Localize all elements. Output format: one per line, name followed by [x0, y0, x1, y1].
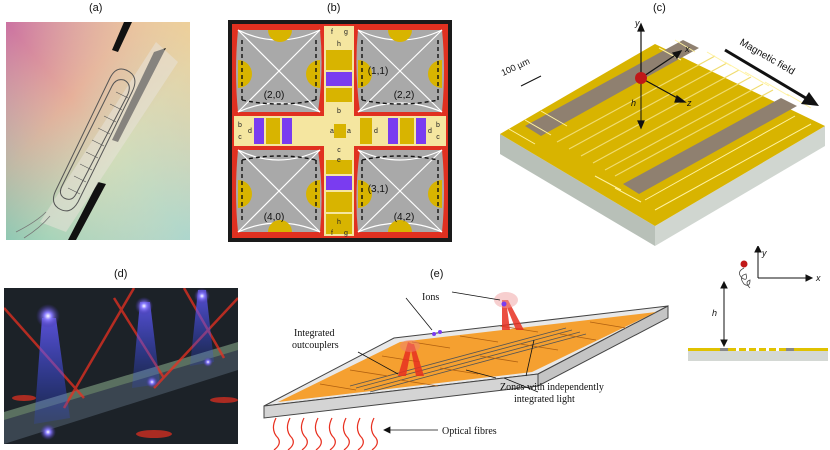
- electrode-letter: d: [248, 128, 252, 135]
- axis-z-label: z: [686, 98, 692, 108]
- zone-label: (3,1): [368, 184, 389, 195]
- zone-label: (4,2): [394, 212, 415, 223]
- trap-outline: [52, 68, 136, 212]
- electrode-letter: b: [436, 122, 440, 129]
- ions-label: Ions: [422, 292, 439, 303]
- zones-label-1: Zones with independently: [500, 382, 604, 393]
- panel-label-a: (a): [89, 2, 103, 14]
- zone-label: (2,2): [394, 90, 415, 101]
- electrode-letter: h: [337, 219, 341, 226]
- panel-a-micrograph: [6, 22, 190, 240]
- electrode-letter: g: [344, 29, 348, 36]
- electrode-letter: d: [374, 128, 378, 135]
- zone-label: (1,1): [368, 66, 389, 77]
- panel-e-chip: Ions Integrated outcouplers Zones with i…: [263, 291, 669, 450]
- zone-label: (4,0): [264, 212, 285, 223]
- electrode-letter: c: [238, 134, 242, 141]
- panel-label-c: (c): [653, 2, 666, 14]
- panel-c-chip: 100 µm y x z h Magnetic field: [500, 18, 825, 246]
- panel-label-e: (e): [430, 268, 444, 280]
- electrode-letter: e: [337, 157, 341, 164]
- electrode-letter: d: [428, 128, 432, 135]
- panel-c-inset: y x h: [688, 246, 828, 361]
- electrode-letter: g: [344, 230, 348, 237]
- electrode-letter: a: [347, 128, 351, 135]
- electrode-letter: h: [337, 41, 341, 48]
- axis-y-label: y: [634, 18, 640, 28]
- electrode-letter: c: [337, 147, 341, 154]
- inset-axis-y-label: y: [761, 248, 767, 258]
- electrode-letter: c: [436, 134, 440, 141]
- panel-b-trap-diagram: f g h b c d a b c d a b c d e f g h (2,0…: [228, 20, 452, 242]
- electrode-letter: b: [337, 108, 341, 115]
- electrode-letter: a: [330, 128, 334, 135]
- electrode-letter: f: [331, 29, 333, 36]
- outcouplers-label-2: outcouplers: [292, 340, 339, 351]
- electrode-letter: f: [331, 230, 333, 237]
- zones-label-2: integrated light: [514, 394, 575, 405]
- panel-d-render: [4, 288, 238, 444]
- electrode-letter: b: [238, 122, 242, 129]
- panel-label-d: (d): [114, 268, 128, 280]
- zone-label: (2,0): [264, 90, 285, 101]
- panel-label-b: (b): [327, 2, 341, 14]
- fibres-label: Optical fibres: [442, 426, 497, 437]
- inset-axis-x-label: x: [815, 273, 821, 283]
- magnetic-field-label: Magnetic field: [738, 37, 797, 77]
- axis-x-label: x: [684, 44, 690, 54]
- scale-bar-label: 100 µm: [500, 56, 532, 78]
- outcouplers-label-1: Integrated: [294, 328, 335, 339]
- height-label: h: [631, 98, 636, 108]
- inset-height-label: h: [712, 308, 717, 318]
